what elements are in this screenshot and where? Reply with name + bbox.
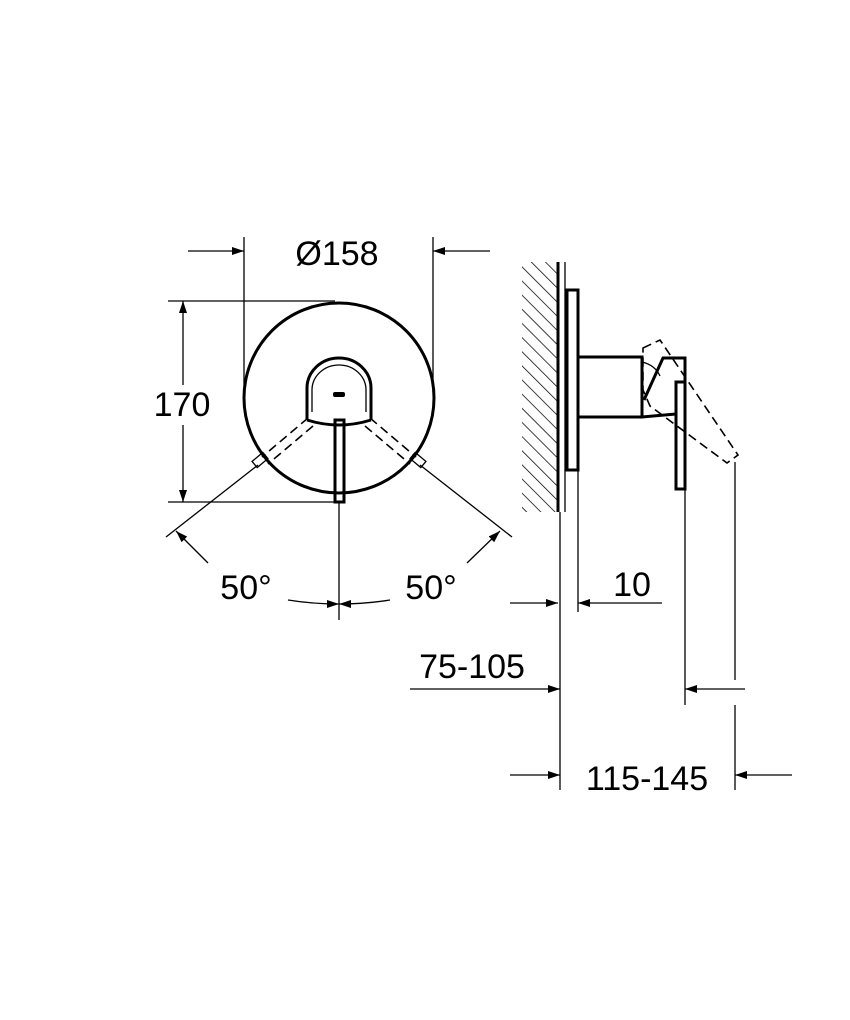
lever-right-position xyxy=(364,417,427,469)
wall-depth-label: 75-105 xyxy=(419,648,525,686)
side-lever-rotated xyxy=(642,338,740,464)
lever-left-position xyxy=(251,417,314,469)
projection-dimension: 115-145 xyxy=(510,760,792,798)
angle-right-label: 50° xyxy=(405,569,456,607)
side-plate xyxy=(565,288,580,472)
wall-hatch xyxy=(522,262,558,512)
diameter-dimension: Ø158 xyxy=(188,235,490,392)
lever-projection-dimension xyxy=(684,462,745,790)
wall-depth-dimension: 75-105 xyxy=(410,648,560,693)
angle-left-label: 50° xyxy=(220,569,271,607)
side-body xyxy=(576,355,644,419)
plate-offset-dimension: 10 xyxy=(510,470,662,612)
side-view: 10 75-105 115-145 xyxy=(410,262,792,798)
height-label: 170 xyxy=(154,386,211,424)
projection-label: 115-145 xyxy=(586,760,708,798)
front-view: Ø158 170 50° 50° xyxy=(154,235,513,620)
diameter-label: Ø158 xyxy=(295,235,378,273)
handle-hub xyxy=(305,356,373,420)
lever xyxy=(333,418,346,504)
handle-hub-base xyxy=(306,418,372,427)
hub-slot xyxy=(333,392,345,397)
height-dimension: 170 xyxy=(154,300,335,503)
angle-dimension: 50° 50° xyxy=(165,464,513,620)
handle-hub-inner xyxy=(311,364,367,412)
side-lever xyxy=(674,380,687,491)
escutcheon-plate xyxy=(242,301,436,495)
plate-offset-label: 10 xyxy=(613,566,651,604)
side-lever-head-arc xyxy=(641,361,661,377)
